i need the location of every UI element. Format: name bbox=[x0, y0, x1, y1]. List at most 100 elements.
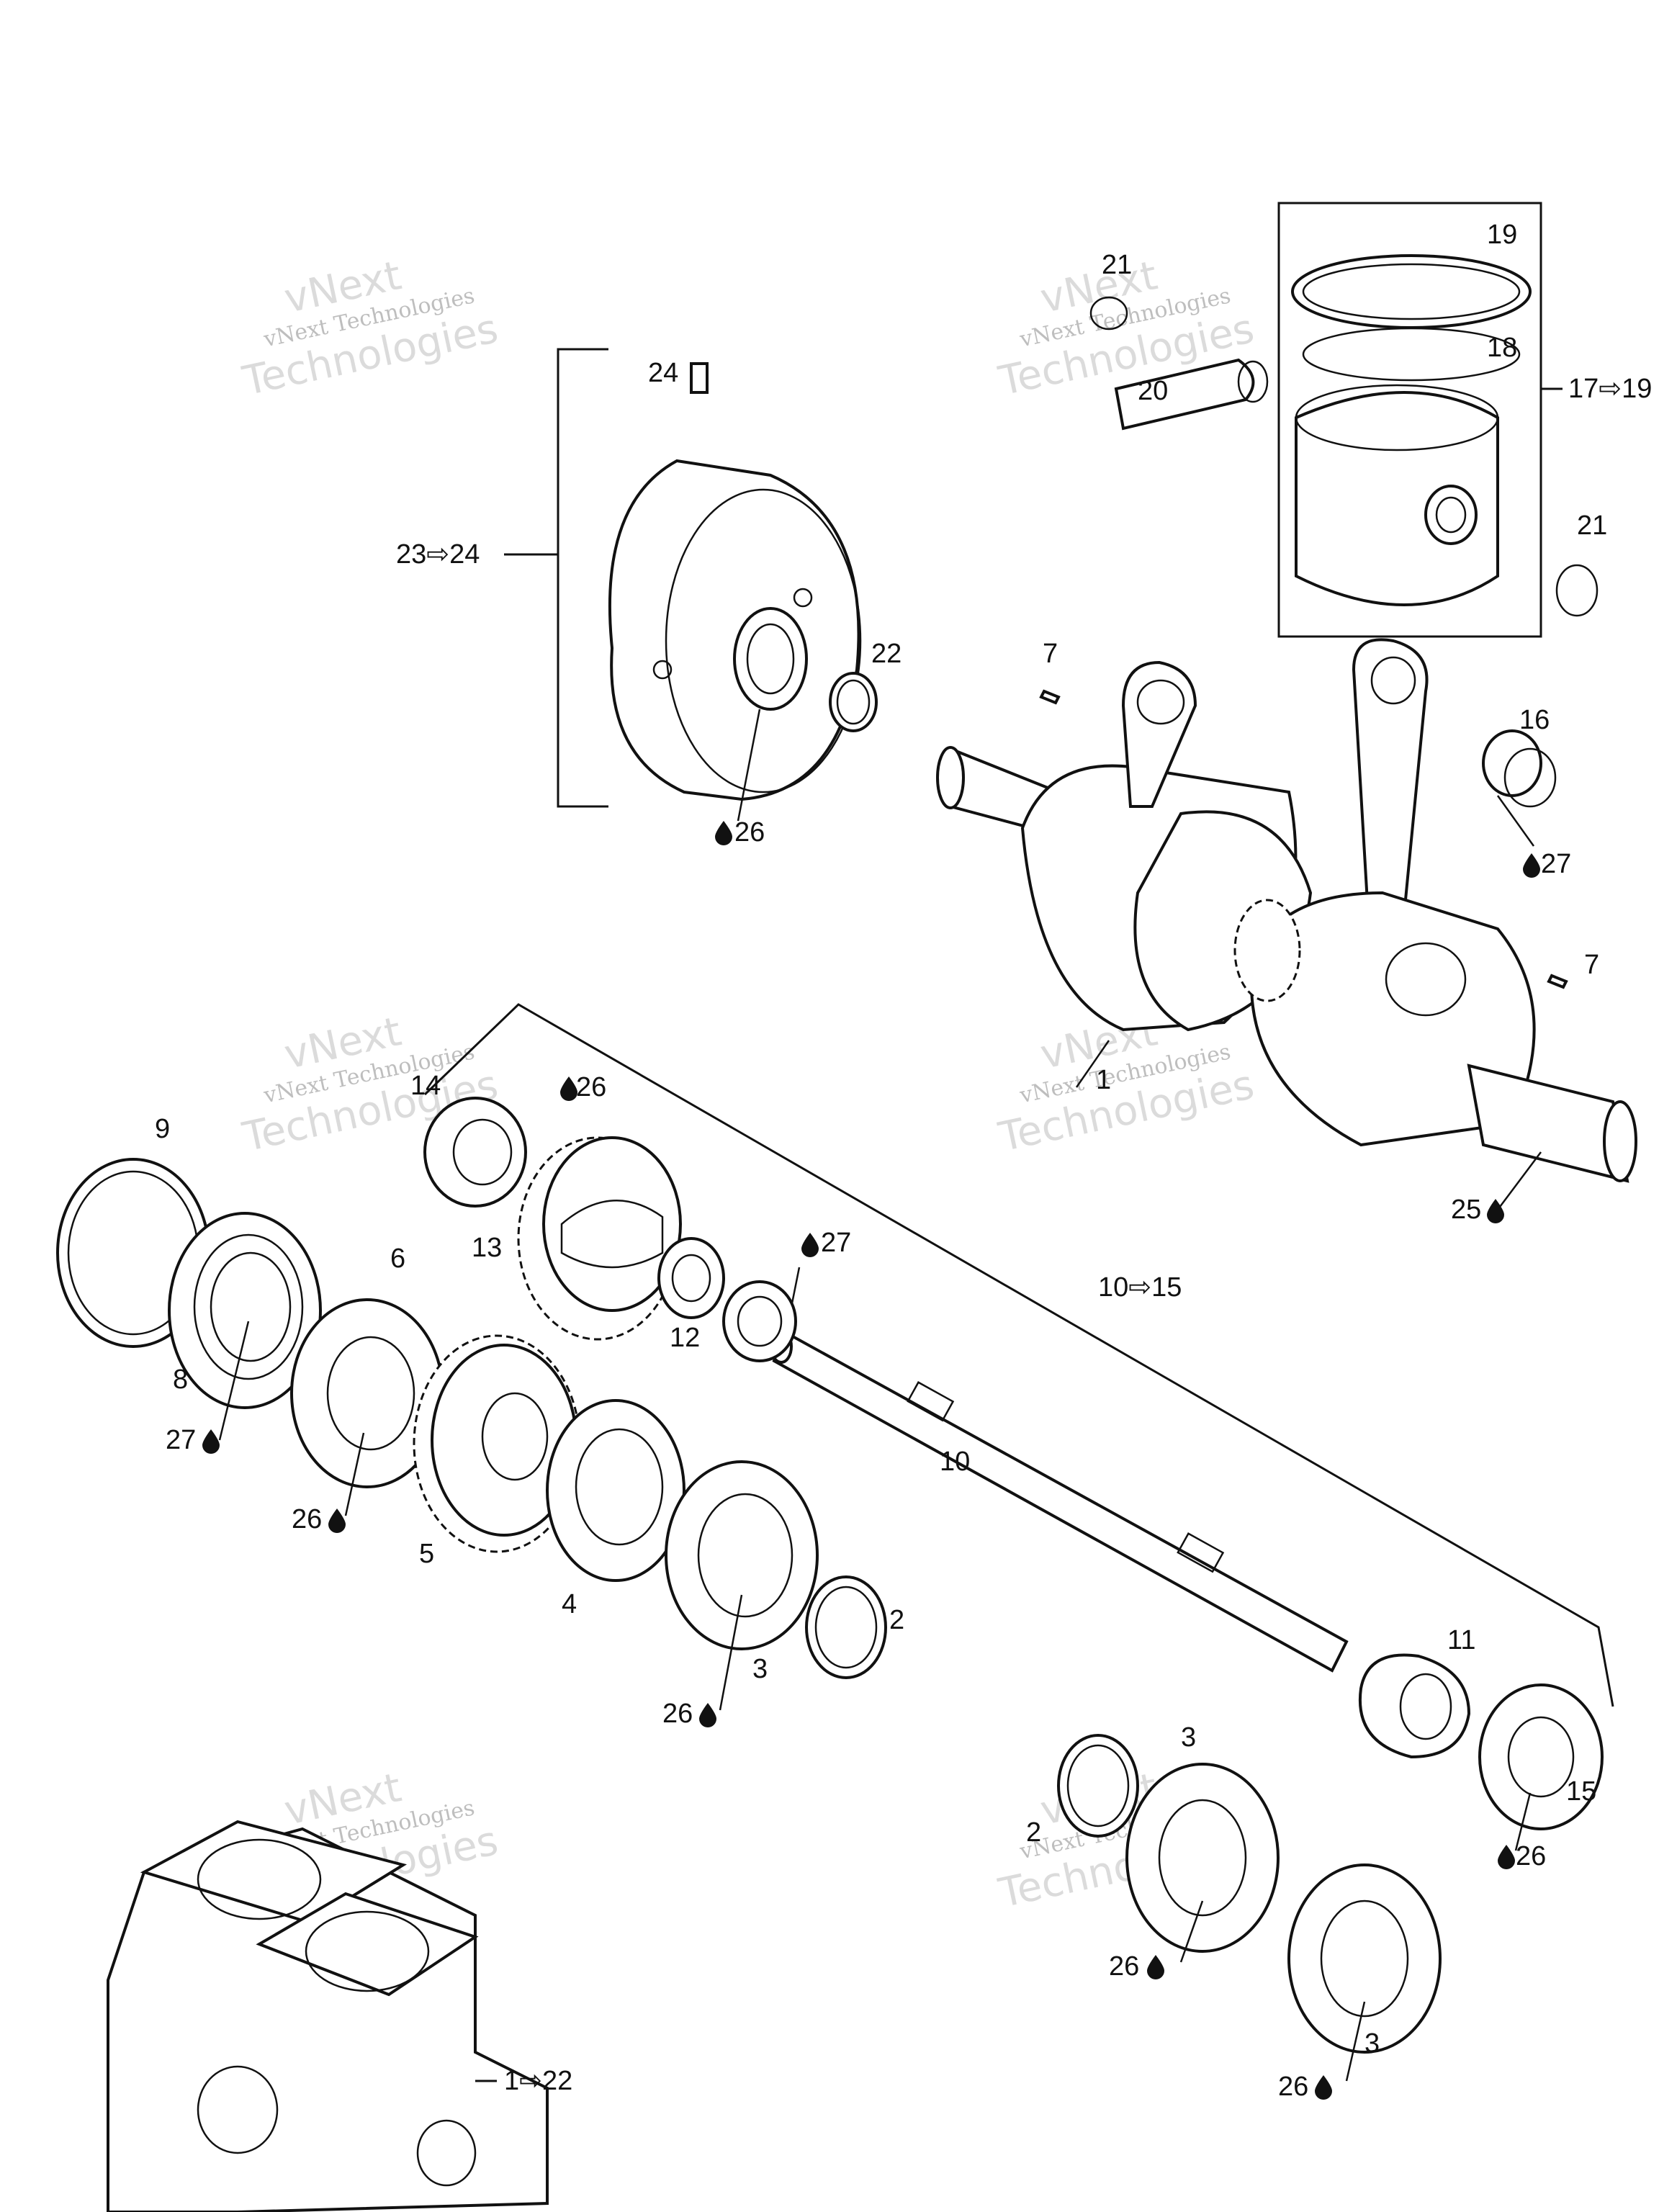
svg-text:27: 27 bbox=[1541, 849, 1571, 879]
callout-26-bearing6: 26 bbox=[292, 1504, 322, 1534]
svg-text:26: 26 bbox=[292, 1504, 322, 1534]
bearing-15 bbox=[1478, 1683, 1604, 1830]
callout-16: 16 bbox=[1519, 705, 1550, 735]
callout-3-lower-a: 3 bbox=[1181, 1722, 1196, 1753]
callout-26-pulley: 26 bbox=[734, 817, 765, 848]
callout-18: 18 bbox=[1487, 333, 1517, 363]
svg-text:26: 26 bbox=[1278, 2072, 1308, 2102]
range-label-1-22: 1⇨22 bbox=[504, 2066, 572, 2096]
oil-drop-icon bbox=[202, 1429, 220, 1454]
pulley-assembly bbox=[504, 348, 878, 822]
bracket-23-24 bbox=[557, 348, 608, 808]
callout-26-lower-b: 26 bbox=[1278, 2072, 1308, 2102]
callout-26-bearing14: 26 bbox=[576, 1072, 606, 1102]
callout-27-bearing16: 27 bbox=[1541, 849, 1571, 879]
piston-assembly bbox=[1089, 202, 1599, 638]
piston-ring-19 bbox=[1291, 254, 1532, 329]
needle-bearing-16 bbox=[1482, 729, 1542, 797]
callout-13: 13 bbox=[472, 1233, 502, 1263]
svg-text:25: 25 bbox=[1451, 1195, 1481, 1225]
connecting-rod-right bbox=[1352, 638, 1429, 916]
woodruff-key-7-top bbox=[1039, 689, 1061, 705]
washer-4 bbox=[546, 1399, 685, 1582]
oil-drop-icon bbox=[801, 1233, 819, 1257]
crank-web-right bbox=[1249, 891, 1536, 1147]
callout-14: 14 bbox=[410, 1071, 441, 1101]
callout-labels: 1 2 2 3 3 3 4 5 6 7 7 8 9 10 11 12 13 14… bbox=[155, 220, 1652, 2102]
callout-26-lower-a: 26 bbox=[1109, 1951, 1139, 1982]
oil-drop-icon bbox=[1523, 853, 1540, 878]
woodruff-key-7-right bbox=[1547, 974, 1568, 989]
svg-text:26: 26 bbox=[576, 1072, 606, 1102]
range-label-10-15: 10⇨15 bbox=[1098, 1272, 1182, 1303]
callout-27-bearing12: 27 bbox=[821, 1228, 851, 1258]
svg-text:27: 27 bbox=[166, 1425, 196, 1455]
callout-2-lower: 2 bbox=[1026, 1817, 1041, 1848]
callout-27-seal8: 27 bbox=[166, 1425, 196, 1455]
oil-drop-icon bbox=[560, 1076, 577, 1101]
oil-drop-icon bbox=[699, 1703, 716, 1727]
oil-drop-icon bbox=[1315, 2075, 1332, 2100]
range-label-17-19: 17⇨19 bbox=[1568, 374, 1652, 404]
callout-7-top: 7 bbox=[1043, 639, 1058, 669]
roller-bearing-3-center bbox=[665, 1460, 819, 1650]
circlip-21-right bbox=[1555, 564, 1599, 617]
oil-drop-icon bbox=[715, 821, 732, 845]
callout-25: 25 bbox=[1451, 1195, 1481, 1225]
callout-19: 19 bbox=[1487, 220, 1517, 250]
svg-text:26: 26 bbox=[1109, 1951, 1139, 1982]
ball-bearing-14 bbox=[423, 1097, 527, 1208]
callout-6: 6 bbox=[390, 1244, 405, 1274]
callout-9: 9 bbox=[155, 1114, 170, 1144]
connecting-rod-left bbox=[1121, 660, 1197, 808]
svg-text:27: 27 bbox=[821, 1228, 851, 1258]
oil-drop-icon bbox=[328, 1509, 346, 1533]
oil-drop-icon bbox=[1147, 1955, 1164, 1979]
callout-1: 1 bbox=[1096, 1065, 1111, 1095]
piston-pin-boss bbox=[1424, 485, 1478, 545]
piston-ring-18 bbox=[1302, 327, 1521, 382]
callout-21-right: 21 bbox=[1577, 511, 1607, 541]
roller-bearing-3-lower-a bbox=[1125, 1763, 1280, 1953]
crankshaft-assembly bbox=[936, 638, 1637, 1210]
bracket-10-15 bbox=[423, 1003, 1614, 1707]
callout-3-lower-b: 3 bbox=[1364, 2028, 1380, 2059]
ring-2-center bbox=[805, 1575, 887, 1679]
oil-drop-icons bbox=[202, 821, 1540, 2100]
callout-11: 11 bbox=[1447, 1625, 1475, 1655]
svg-text:26: 26 bbox=[734, 817, 765, 848]
callout-3-center: 3 bbox=[752, 1654, 768, 1684]
callout-12: 12 bbox=[670, 1323, 700, 1353]
piston-kit-box bbox=[1277, 202, 1542, 638]
callout-5: 5 bbox=[419, 1539, 434, 1569]
callout-7-right: 7 bbox=[1584, 950, 1599, 980]
crankshaft-end-right bbox=[1467, 1064, 1629, 1183]
callout-8: 8 bbox=[173, 1364, 188, 1395]
pulley-disc bbox=[608, 459, 860, 801]
engine-block bbox=[107, 1820, 549, 2212]
callout-4: 4 bbox=[562, 1589, 577, 1619]
balance-shaft-assembly bbox=[423, 1003, 1614, 1830]
roller-bearing-3-lower-b bbox=[1287, 1863, 1442, 2054]
callout-10: 10 bbox=[940, 1447, 970, 1477]
svg-text:26: 26 bbox=[662, 1699, 693, 1729]
circlip-21-top bbox=[1089, 296, 1128, 331]
ring-2-lower bbox=[1057, 1734, 1139, 1838]
callout-21-top: 21 bbox=[1102, 250, 1132, 280]
svg-text:26: 26 bbox=[1516, 1841, 1546, 1871]
gear-train bbox=[56, 1158, 1532, 2082]
oil-drop-icon bbox=[1498, 1845, 1515, 1869]
callout-15: 15 bbox=[1566, 1776, 1596, 1807]
range-label-23-24: 23⇨24 bbox=[396, 539, 480, 570]
callout-26-bearing15: 26 bbox=[1516, 1841, 1546, 1871]
callout-20: 20 bbox=[1138, 376, 1168, 406]
callout-26-bearing3: 26 bbox=[662, 1699, 693, 1729]
oil-drop-icon bbox=[1487, 1199, 1504, 1223]
callout-24: 24 bbox=[648, 358, 678, 388]
callout-22: 22 bbox=[871, 639, 902, 669]
counterweight-11 bbox=[1358, 1653, 1471, 1759]
pulley-hub bbox=[733, 607, 808, 711]
callout-2-center: 2 bbox=[889, 1605, 904, 1635]
grease-fitting-24 bbox=[690, 362, 709, 394]
